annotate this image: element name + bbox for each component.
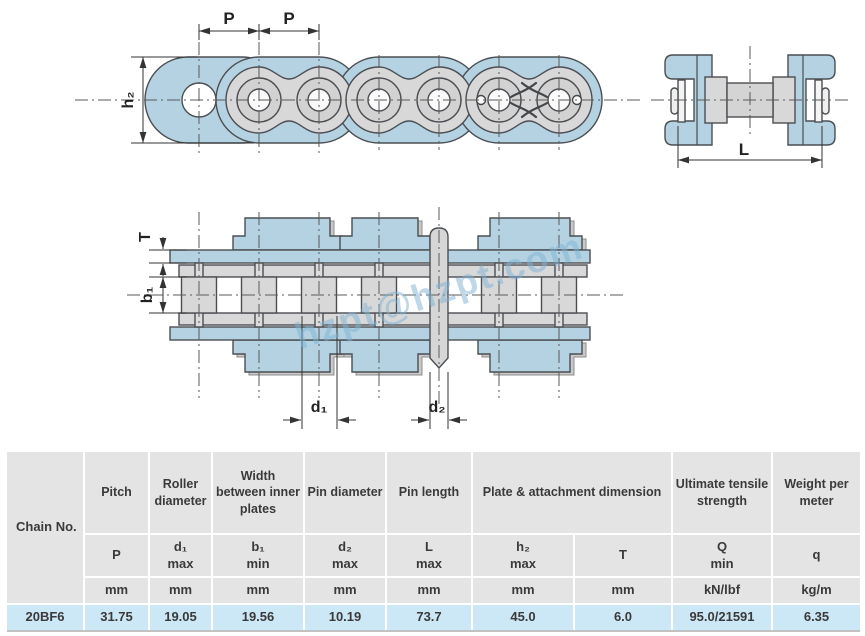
col-header-pitch: Pitch bbox=[85, 452, 148, 533]
col-header-tensile-strength: Ultimate tensile strength bbox=[673, 452, 771, 533]
section-view-drawing: hzpt@hzpt.com bbox=[127, 207, 627, 429]
chain-spec-table: Chain No. Pitch Roller diameter Width be… bbox=[7, 452, 860, 630]
dim-label-b1: b₁ bbox=[139, 286, 156, 303]
data-cell: 10.19 bbox=[305, 605, 385, 630]
data-cell: 6.0 bbox=[575, 605, 671, 630]
dim-label-d1: d₁ bbox=[311, 399, 328, 416]
unit-cell: kg/m bbox=[773, 578, 860, 603]
unit-cell: mm bbox=[387, 578, 471, 603]
d2-dimension bbox=[411, 372, 467, 429]
extended-pin bbox=[429, 227, 449, 370]
unit-cell: mm bbox=[473, 578, 573, 603]
data-cell-chain-no: 20BF6 bbox=[7, 605, 83, 630]
data-cell: 19.05 bbox=[150, 605, 211, 630]
data-cell: 6.35 bbox=[773, 605, 860, 630]
col-header-pin-length: Pin length bbox=[387, 452, 471, 533]
chain-no-header: Chain No. bbox=[7, 452, 83, 603]
col-header-plate-attachment: Plate & attachment dimension bbox=[473, 452, 671, 533]
col-header-inner-width: Width between inner plates bbox=[213, 452, 303, 533]
side-view-drawing bbox=[75, 24, 643, 156]
dim-label-p-right: P bbox=[283, 9, 294, 28]
symbol-P: P bbox=[85, 535, 148, 576]
unit-cell: mm bbox=[150, 578, 211, 603]
d1-dimension bbox=[283, 316, 356, 429]
col-header-roller-diameter: Roller diameter bbox=[150, 452, 211, 533]
chain-technical-drawing: hzpt@hzpt.com P P h₂ L T b₁ d₁ d₂ bbox=[75, 9, 851, 429]
pitch-dimension bbox=[198, 24, 320, 40]
unit-cell: mm bbox=[85, 578, 148, 603]
symbol-q: q bbox=[773, 535, 860, 576]
end-view-drawing bbox=[651, 46, 851, 168]
data-cell: 95.0/21591 bbox=[673, 605, 771, 630]
dim-label-T: T bbox=[137, 232, 154, 242]
col-header-weight: Weight per meter bbox=[773, 452, 860, 533]
unit-cell: mm bbox=[213, 578, 303, 603]
dim-label-p-left: P bbox=[223, 9, 234, 28]
T-dimension bbox=[149, 237, 187, 276]
unit-cell: kN/lbf bbox=[673, 578, 771, 603]
dim-label-d2: d₂ bbox=[429, 399, 446, 416]
unit-cell: mm bbox=[575, 578, 671, 603]
dim-label-h2: h₂ bbox=[120, 92, 137, 109]
data-cell: 73.7 bbox=[387, 605, 471, 630]
h2-dimension bbox=[131, 56, 254, 144]
unit-cell: mm bbox=[305, 578, 385, 603]
dim-label-L: L bbox=[739, 140, 749, 159]
L-dimension bbox=[677, 126, 823, 168]
data-cell: 19.56 bbox=[213, 605, 303, 630]
data-cell: 31.75 bbox=[85, 605, 148, 630]
b1-dimension bbox=[149, 276, 187, 314]
symbol-T: T bbox=[575, 535, 671, 576]
data-cell: 45.0 bbox=[473, 605, 573, 630]
col-header-pin-diameter: Pin diameter bbox=[305, 452, 385, 533]
